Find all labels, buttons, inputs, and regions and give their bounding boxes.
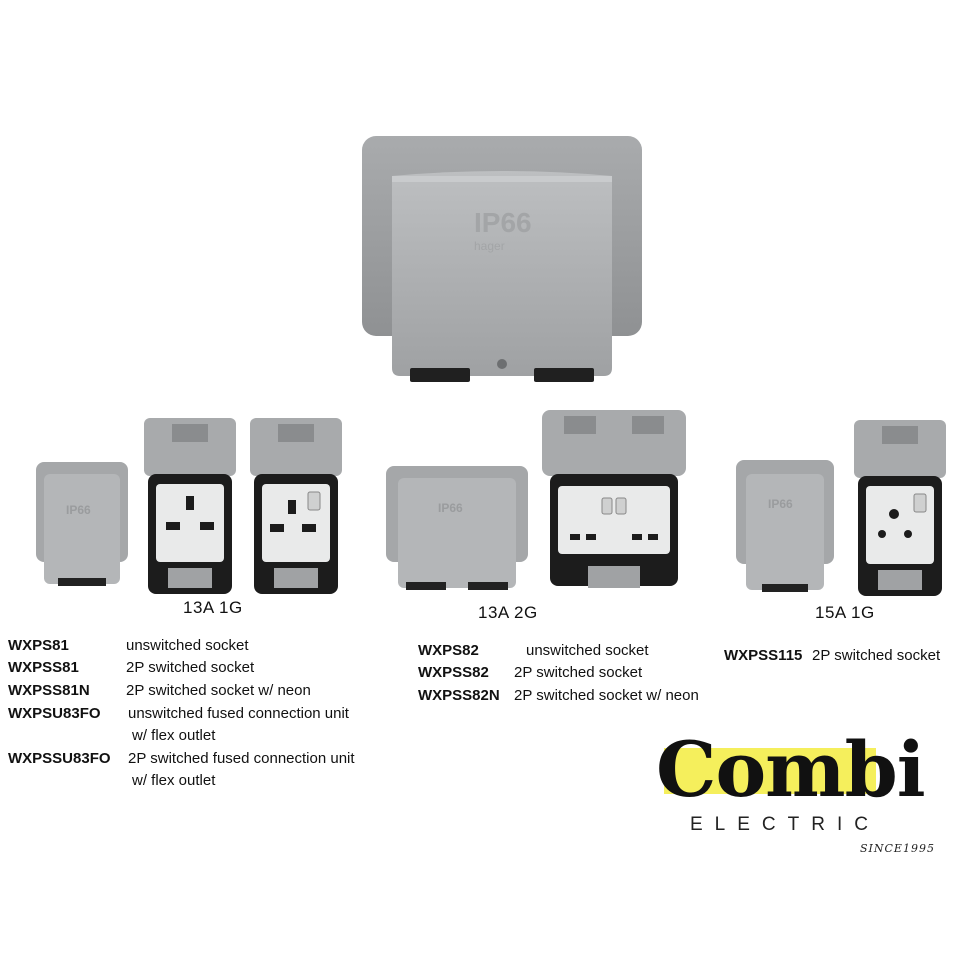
product-code: WXPSS82 bbox=[418, 664, 489, 681]
combi-electric-logo: Combi ELECTRIC SINCE1995 bbox=[650, 730, 940, 860]
group-title-13a-2g: 13A 2G bbox=[478, 603, 538, 622]
logo-highlight bbox=[664, 748, 876, 794]
product-description: 2P switched socket w/ neon bbox=[514, 687, 699, 704]
closed-cover-2g-label: IP66 bbox=[438, 501, 463, 515]
closed-cover-15a-label: IP66 bbox=[768, 497, 793, 511]
product-description: 2P switched socket bbox=[812, 647, 941, 664]
open-socket-1g-unswitched bbox=[142, 418, 238, 594]
product-description: unswitched fused connection unit bbox=[128, 705, 349, 722]
product-description: 2P switched socket bbox=[514, 664, 643, 681]
closed-cover-15a: IP66 bbox=[736, 460, 834, 594]
open-socket-2g-switched bbox=[540, 410, 688, 594]
hero-ip66-enclosure: IP66 hager bbox=[362, 136, 642, 388]
product-code: WXPS81 bbox=[8, 637, 69, 654]
product-code: WXPSSU83FO bbox=[8, 750, 111, 767]
logo-since: SINCE1995 bbox=[860, 842, 935, 855]
list-item: WXPSU83FO unswitched fused connection un… bbox=[8, 703, 398, 747]
product-description: 2P switched socket w/ neon bbox=[126, 682, 311, 699]
product-description: 2P switched fused connection unit bbox=[128, 750, 355, 767]
logo-wordmark: Combi bbox=[656, 725, 926, 814]
closed-cover-1g: IP66 bbox=[36, 462, 128, 590]
logo-subtitle: ELECTRIC bbox=[690, 814, 880, 835]
product-code: WXPSS81N bbox=[8, 682, 90, 699]
product-description: unswitched socket bbox=[526, 642, 649, 659]
hero-brand-text: hager bbox=[474, 239, 505, 253]
closed-cover-2g: IP66 bbox=[386, 466, 528, 592]
open-socket-1g-switched bbox=[248, 418, 344, 594]
product-code: WXPSU83FO bbox=[8, 705, 101, 722]
product-code: WXPS82 bbox=[418, 642, 479, 659]
product-description: unswitched socket bbox=[126, 637, 249, 654]
product-description-line2: w/ flex outlet bbox=[132, 772, 216, 789]
product-code: WXPSS82N bbox=[418, 687, 500, 704]
product-code: WXPSS115 bbox=[724, 647, 803, 664]
hero-ip66-text: IP66 bbox=[474, 207, 532, 238]
open-socket-15a-switched bbox=[852, 420, 948, 596]
group-title-13a-1g: 13A 1G bbox=[183, 598, 243, 617]
product-description-line2: w/ flex outlet bbox=[132, 727, 216, 744]
group-title-15a-1g: 15A 1G bbox=[815, 603, 875, 622]
list-item: WXPSSU83FO 2P switched fused connection … bbox=[8, 748, 398, 792]
product-code: WXPSS81 bbox=[8, 659, 79, 676]
closed-cover-1g-label: IP66 bbox=[66, 503, 91, 517]
product-description: 2P switched socket bbox=[126, 659, 255, 676]
